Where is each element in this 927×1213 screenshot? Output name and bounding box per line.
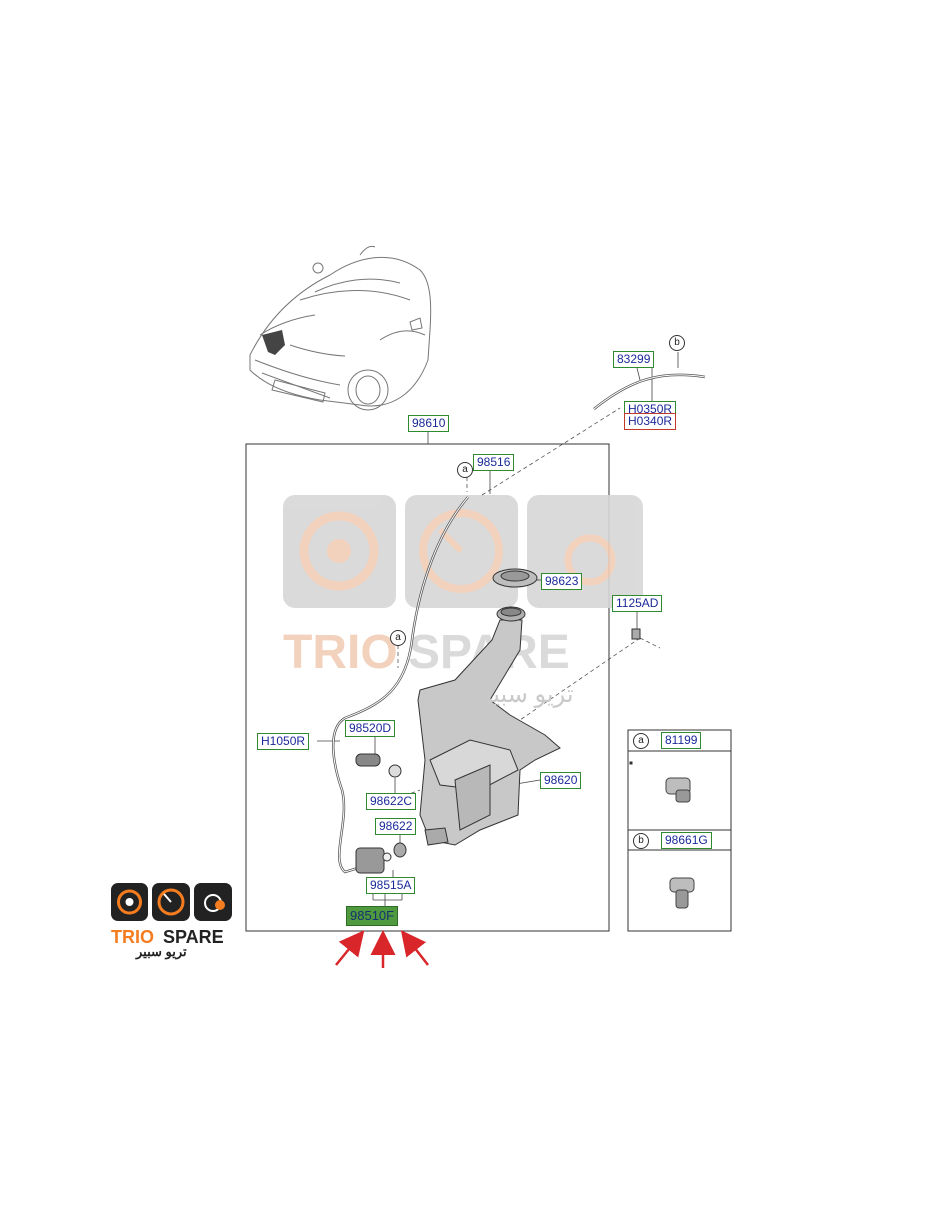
small-parts xyxy=(355,568,641,874)
washer-reservoir xyxy=(417,606,561,846)
part-label-98622c[interactable]: 98622C xyxy=(366,793,417,810)
logo-brand-trio: TRIO xyxy=(111,927,154,947)
part-label-98623[interactable]: 98623 xyxy=(541,573,583,590)
marker-a-upper: a xyxy=(457,462,473,478)
legend-frame xyxy=(627,729,732,932)
part-label-1125ad[interactable]: 1125AD xyxy=(612,595,663,612)
legend-clip-b xyxy=(669,877,695,909)
legend-marker-a: a xyxy=(633,733,649,749)
part-label-98622[interactable]: 98622 xyxy=(375,818,417,835)
part-label-h0340r[interactable]: H0340R xyxy=(624,413,677,430)
legend-part-98661g[interactable]: 98661G xyxy=(661,832,712,849)
car-illustration xyxy=(249,245,432,411)
part-label-98516[interactable]: 98516 xyxy=(473,454,515,471)
legend-part-81199[interactable]: 81199 xyxy=(661,732,702,749)
logo-brand-spare: SPARE xyxy=(163,927,224,947)
part-label-98620[interactable]: 98620 xyxy=(540,772,582,789)
assembly-frame xyxy=(245,443,610,932)
part-label-98515a[interactable]: 98515A xyxy=(366,877,416,894)
watermark: TRIO SPARE xyxy=(283,495,643,679)
part-label-98520d[interactable]: 98520D xyxy=(345,720,396,737)
legend-marker-b: b xyxy=(633,833,649,849)
hood-highlight xyxy=(262,330,285,355)
marker-b-top: b xyxy=(669,335,685,351)
watermark-arabic: تريو سبير xyxy=(480,681,574,708)
watermark-brand-trio: TRIO xyxy=(283,626,398,679)
logo-arabic: تريو سبير xyxy=(136,944,187,959)
highlight-arrows xyxy=(335,930,429,968)
part-label-98510f-highlighted[interactable]: 98510F xyxy=(346,906,399,926)
part-label-83299[interactable]: 83299 xyxy=(613,351,655,368)
part-label-h1050r[interactable]: H1050R xyxy=(257,733,310,750)
marker-a-lower: a xyxy=(390,630,406,646)
arrow-right xyxy=(400,930,429,966)
brand-logo-icons: TRIO SPARE xyxy=(111,883,232,947)
legend-clip-a xyxy=(665,777,691,803)
arrow-left xyxy=(335,930,365,966)
part-label-98610[interactable]: 98610 xyxy=(408,415,450,432)
